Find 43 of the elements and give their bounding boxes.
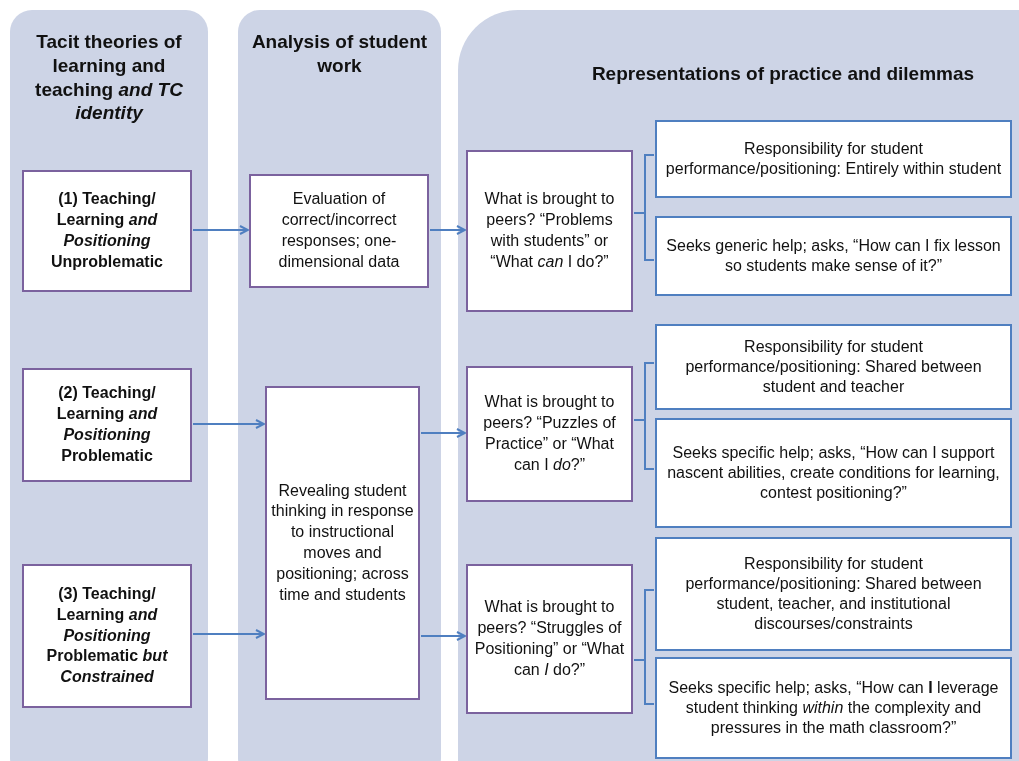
box-text: Responsibility for student performance/positioning: Shared between student and teacher bbox=[684, 337, 983, 397]
column-heading: Representations of practice and dilemmas bbox=[590, 62, 976, 86]
arrow bbox=[429, 225, 466, 235]
box-text: (3) Teaching/ Learning and Positioning Problematic but Constrained bbox=[45, 584, 169, 688]
box-text: Seeks specific help; asks, “How can I support nascent abilities, create conditions for learning, contest positioning?” bbox=[666, 443, 1001, 503]
bracket-connector bbox=[633, 212, 655, 261]
question-box bbox=[466, 366, 633, 502]
box-text: Seeks specific help; asks, “How can I leverage student thinking within the complexity and pressures in the math classroom?” bbox=[667, 678, 1000, 738]
box-text: What is brought to peers? “Struggles of Positioning” or “What can I do?” bbox=[473, 597, 626, 680]
description-box bbox=[655, 418, 1012, 528]
arrow bbox=[420, 631, 466, 641]
category-box bbox=[22, 368, 192, 482]
arrow bbox=[192, 225, 249, 235]
column-heading: Tacit theories of learning and teaching and TC identity bbox=[34, 30, 184, 125]
description-box bbox=[655, 120, 1012, 198]
analysis-box bbox=[265, 386, 420, 700]
arrow bbox=[420, 428, 466, 438]
box-text: What is brought to peers? “Problems with students” or “What can I do?” bbox=[483, 189, 616, 272]
category-box bbox=[22, 170, 192, 292]
column-heading: Analysis of student work bbox=[250, 30, 429, 78]
box-text: Seeks generic help; asks, “How can I fix lesson so students make sense of it?” bbox=[665, 236, 1002, 276]
box-text: Revealing student thinking in response to instructional moves and positioning; across time and students bbox=[271, 480, 414, 605]
bracket-connector bbox=[633, 419, 655, 470]
box-text: Evaluation of correct/incorrect responses; one-dimensional data bbox=[277, 189, 401, 272]
column-band bbox=[458, 10, 1019, 761]
box-text: Responsibility for student performance/positioning: Entirely within student bbox=[664, 139, 1003, 179]
description-box bbox=[655, 216, 1012, 296]
description-box bbox=[655, 537, 1012, 651]
box-text: (2) Teaching/ Learning and Positioning Problematic bbox=[55, 383, 159, 466]
column-band bbox=[10, 10, 208, 761]
question-box bbox=[466, 564, 633, 714]
box-text: (1) Teaching/ Learning and Positioning Unproblematic bbox=[50, 189, 164, 272]
column-band bbox=[238, 10, 441, 761]
question-box bbox=[466, 150, 633, 312]
bracket-connector bbox=[633, 659, 655, 705]
arrow bbox=[192, 629, 265, 639]
description-box bbox=[655, 657, 1012, 759]
box-text: What is brought to peers? “Puzzles of Practice” or “What can I do?” bbox=[482, 392, 617, 475]
analysis-box bbox=[249, 174, 429, 288]
category-box bbox=[22, 564, 192, 708]
box-text: Responsibility for student performance/positioning: Shared between student, teacher, and institutional discourses/constraints bbox=[684, 554, 983, 634]
description-box bbox=[655, 324, 1012, 410]
arrow bbox=[192, 419, 265, 429]
